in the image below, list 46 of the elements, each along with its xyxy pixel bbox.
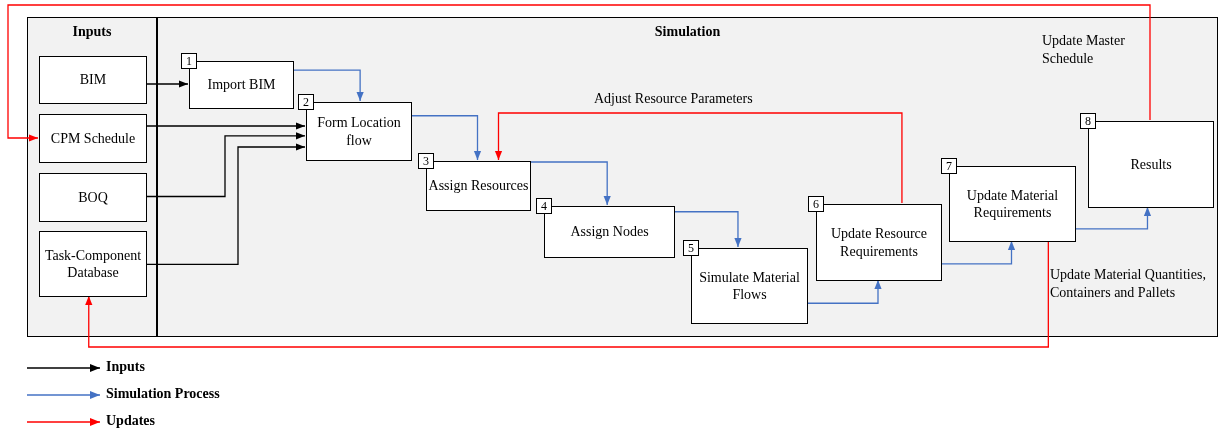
- arrow: [494, 112, 903, 204]
- box-label: BIM: [79, 71, 107, 89]
- arrow: [145, 122, 306, 130]
- step-number: 2: [298, 94, 314, 110]
- legend-label: Updates: [106, 413, 155, 428]
- step-number: 4: [536, 198, 552, 214]
- box-label: Update Resource Requirements: [830, 225, 928, 260]
- box-label: BOQ: [78, 188, 108, 207]
- box-label: Task-Component Database: [43, 246, 143, 282]
- box-label: Assign Nodes: [570, 223, 649, 241]
- arrow: [7, 4, 1151, 142]
- arrow: [673, 211, 742, 248]
- box-label: Update Material Requirements: [965, 186, 1060, 222]
- step-number: 5: [683, 240, 699, 256]
- arrow: [806, 279, 882, 304]
- arrow: [1074, 206, 1152, 230]
- legend-label: Inputs: [106, 359, 145, 374]
- arrow: [529, 161, 611, 206]
- step-number: 8: [1080, 113, 1096, 129]
- box-label: CPM Schedule: [50, 129, 136, 148]
- box-label: Assign Resources: [428, 177, 529, 195]
- arrow: [145, 143, 306, 265]
- step-number: 1: [181, 53, 197, 69]
- panel-title: Simulation: [654, 24, 721, 40]
- arrow: [292, 69, 364, 102]
- process-box: [39, 114, 147, 163]
- box-label: Form Location flow: [316, 114, 402, 149]
- box-label: Results: [1130, 155, 1172, 174]
- arrow: [145, 132, 306, 198]
- step-number: 7: [941, 158, 957, 174]
- process-box: [39, 173, 147, 222]
- arrow: [145, 80, 189, 88]
- step-number: 6: [808, 196, 824, 212]
- process-box: [39, 56, 147, 104]
- simulation-panel: [157, 17, 1218, 337]
- inputs-panel: [27, 17, 157, 337]
- box-label: Simulate Material Flows: [698, 268, 801, 304]
- edge-label: Adjust Resource Parameters: [594, 91, 753, 106]
- arrow: [85, 240, 1049, 348]
- process-box: [39, 231, 147, 297]
- box-label: Import BIM: [207, 76, 276, 94]
- panel-title: Inputs: [72, 24, 112, 40]
- legend-label: Simulation Process: [106, 386, 220, 401]
- arrow: [940, 240, 1016, 265]
- arrow: [410, 115, 482, 161]
- step-number: 3: [418, 153, 434, 169]
